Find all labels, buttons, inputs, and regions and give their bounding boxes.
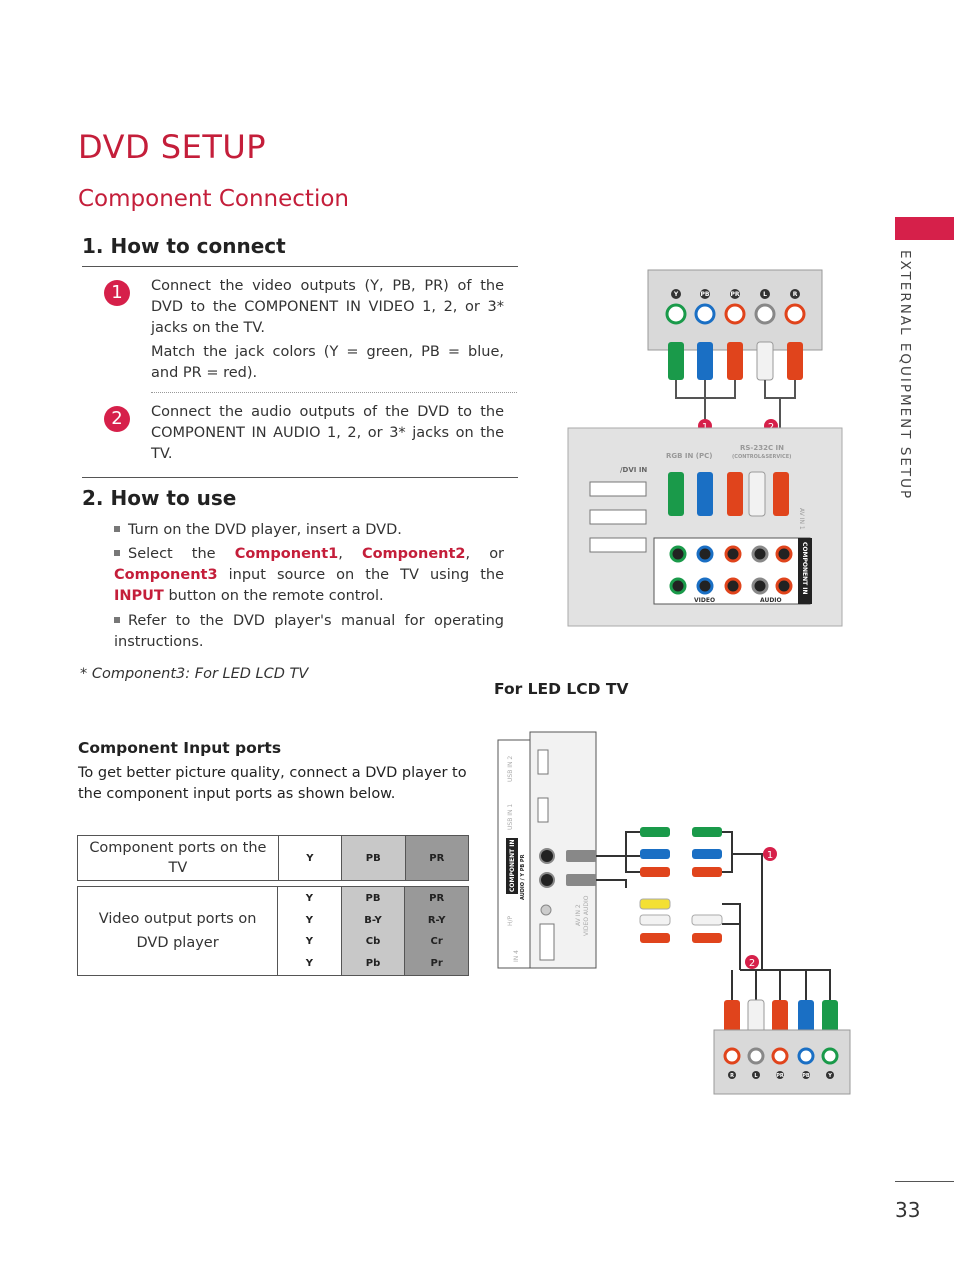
cables [596,831,831,1000]
usb-in-2-label: USB IN 2 [507,756,514,782]
dvd-cell: Cr [404,930,469,953]
side-tab-marker [895,217,954,240]
dvd-ports-label: Video output ports on DVD player [76,886,279,976]
svg-text:1: 1 [767,850,773,861]
component-in-label: COMPONENT IN [801,542,808,595]
jack-label-r: R [793,291,798,298]
step-2-badge: 2 [104,406,130,432]
dvd-jacks [665,303,806,325]
jack-label-dot [790,289,800,299]
video-audio-label: VIDEO AUDIO [583,895,590,936]
jack-label-l: L [754,1073,758,1079]
dvd-cell: Y [277,952,342,976]
dvd-cell: B-Y [340,909,406,931]
side-jacks [539,848,555,916]
bullet-marker [114,526,120,532]
led-tv-diagram: USB IN 2 USB IN 1 H/P IN 4 AV IN 2 VIDEO… [497,731,851,1095]
how-to-connect-heading: 1. How to connect [82,234,286,258]
usb-ports [537,749,549,823]
divider [82,266,518,267]
jack-label-dot [700,289,710,299]
rs232-sub-label: (CONTROL&SERVICE) [732,454,791,460]
step-1-text: Connect the video outputs (Y, PB, PR) of… [151,278,504,336]
step-1-note: Match the jack colors (Y = green, PB = b… [151,344,504,381]
video-label: VIDEO [694,597,715,604]
bullet-marker [114,617,120,623]
dvd-jacks [723,1047,839,1065]
cable-plugs-top [668,341,803,381]
how-to-use-heading: 2. How to use [82,486,237,510]
hp-label: H/P [507,915,514,926]
dvd-ports-table: Video output ports on DVD player Y PB PR… [76,886,469,976]
jack-label-dot [730,289,740,299]
component-ports-desc: To get better picture quality, connect a… [78,765,467,802]
divider [82,477,518,478]
dvd-cell: R-Y [404,909,469,931]
tv-ports-table: Component ports on the TV Y PB PR [77,835,469,881]
rs232-label: RS-232C IN [740,444,784,452]
hdmi-port [539,923,555,961]
jack-label-dot [671,289,681,299]
component-in-strip [506,838,518,894]
audio-label: AUDIO [760,597,782,604]
page-title: DVD SETUP [78,128,267,166]
use-bullet-3: Refer to the DVD player's manual for ope… [114,613,504,650]
av-in-2-label: AV IN 2 [575,904,582,926]
dotted-divider [151,392,517,393]
tv-ports-label: Component ports on the TV [77,835,279,881]
jack-label-y: Y [673,291,679,298]
dvd-cell: Y [277,930,342,953]
dvd-to-tv-diagram: Y PB PR L R 1 2 RGB IN (PC) RS-232C IN (… [567,269,843,627]
tv-port-pr: PR [404,835,469,881]
page-number: 33 [895,1198,921,1222]
dvd-plugs [724,999,838,1037]
dvd-cell: Y [277,886,342,910]
usb-in-1-label: USB IN 1 [507,804,514,830]
hdmi-ports [589,481,647,553]
jack-label-pr: PR [776,1073,784,1079]
audio-ypbpr-label: AUDIO / Y PB PR [520,854,526,900]
jack-label-y: Y [827,1073,832,1079]
dvd-cell: Cb [340,930,406,953]
component-ports-heading: Component Input ports [78,739,282,757]
svg-text:2: 2 [749,958,755,969]
step-2-text: Connect the audio outputs of the DVD to … [151,404,504,462]
jack-label-dot [760,289,770,299]
page-number-rule [895,1181,954,1182]
dvd-cell: Pb [340,952,406,976]
component-in-jacks [669,545,793,595]
bullet-marker [114,550,120,556]
for-led-label: For LED LCD TV [494,680,629,698]
use-bullet-2: Select the Component1, Component2, or Co… [114,546,505,604]
rgb-in-label: RGB IN (PC) [666,452,712,460]
tv-port-pb: PB [341,835,406,881]
dvd-cell: PB [340,886,406,910]
dvd-cell: PR [404,886,469,910]
callout-2 [745,955,759,969]
component-in-label: COMPONENT IN [509,839,516,892]
cable-plugs-bottom [668,471,789,517]
component-in-strip [798,538,812,604]
jack-label-pb: PB [802,1073,810,1079]
jack-label-r: R [730,1073,734,1079]
cable-segments [639,827,723,943]
dvd-cell: Y [277,909,342,931]
footnote: * Component3: For LED LCD TV [80,666,309,682]
in-4-label: IN 4 [513,950,520,962]
tv-port-y: Y [277,835,343,881]
gray-plugs [566,850,596,886]
step-1-badge: 1 [104,280,130,306]
use-bullet-1: Turn on the DVD player, insert a DVD. [114,520,504,541]
jack-label-pb: PB [701,291,710,298]
dvi-in-label: /DVI IN [620,466,647,474]
callout-1 [763,847,777,861]
jack-label-pr: PR [730,291,739,298]
side-tab-label: EXTERNAL EQUIPMENT SETUP [897,250,913,501]
dvd-cell: Pr [404,952,469,976]
av-in-1-label: AV IN 1 [798,508,805,530]
jack-label-l: L [763,291,767,298]
section-title: Component Connection [78,186,349,212]
